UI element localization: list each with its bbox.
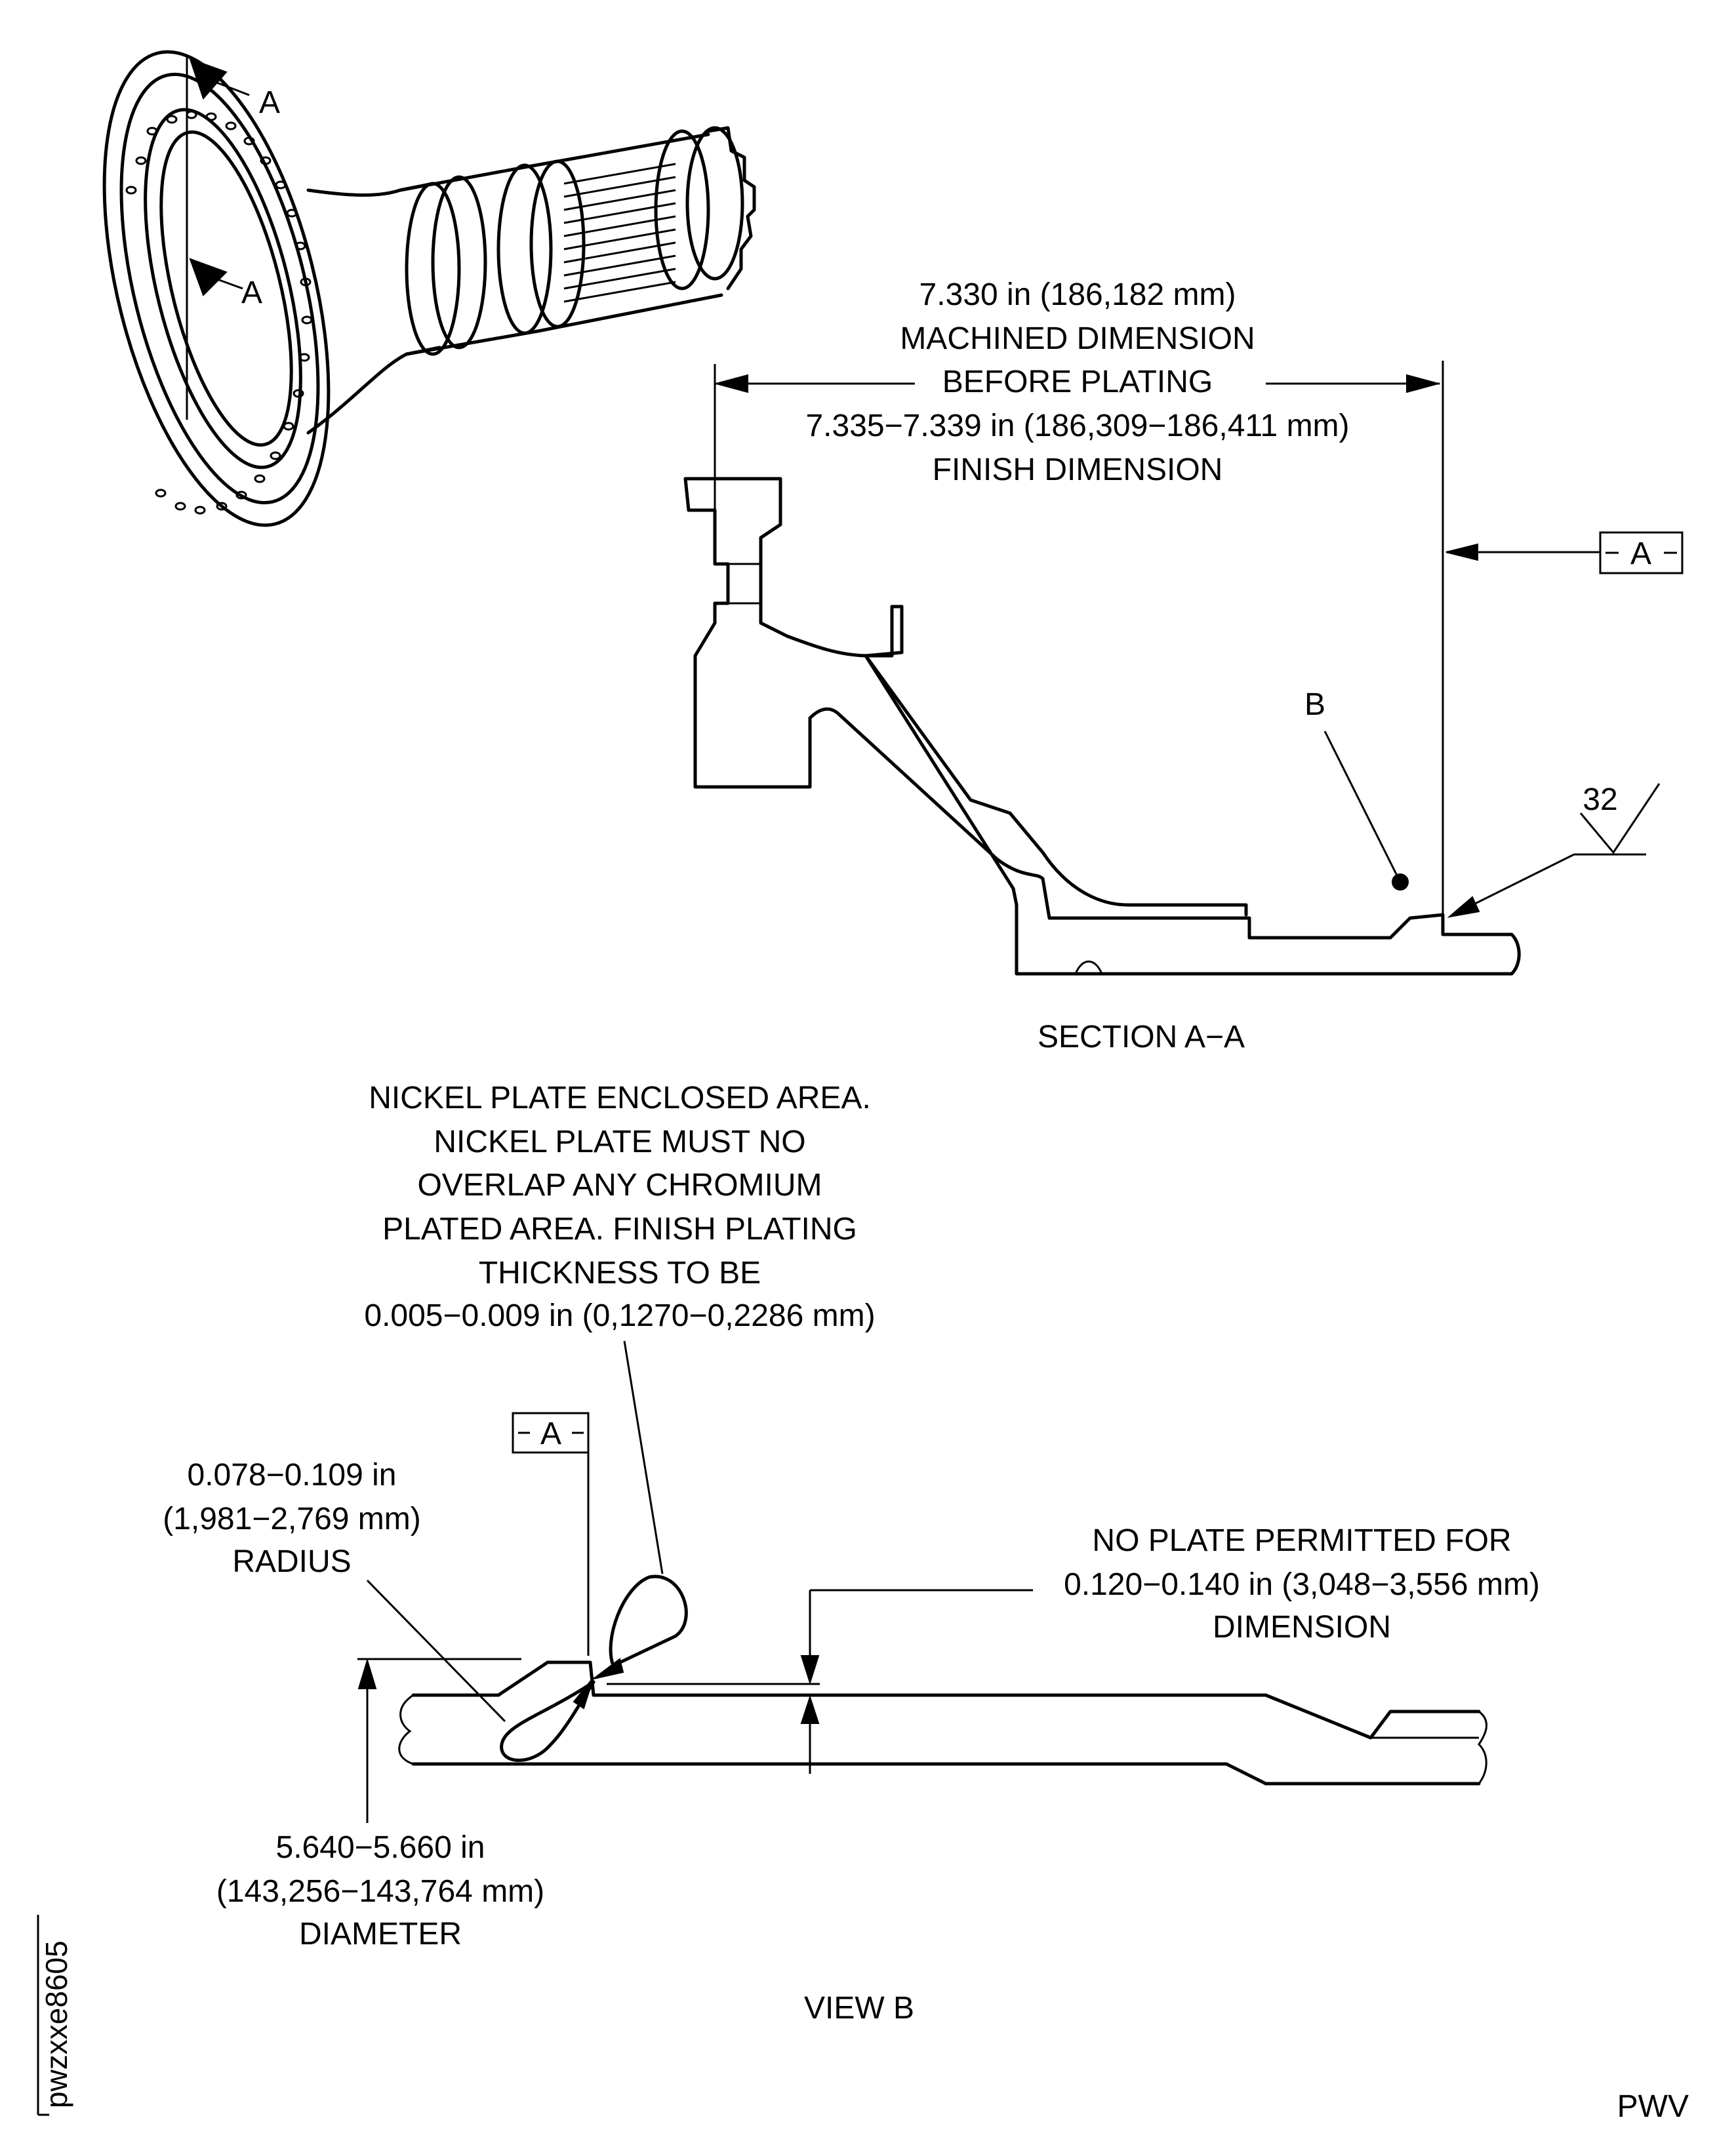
- diameter-note-line-2: (143,256−143,764 mm): [216, 1874, 544, 1909]
- isometric-part-view: A A: [102, 50, 756, 527]
- datum-a-label-upper: A: [1630, 536, 1651, 571]
- nickel-plate-balloon: [593, 1340, 688, 1679]
- corner-tag: PWV: [1617, 2089, 1689, 2124]
- radius-note-line-2: (1,981−2,769 mm): [163, 1502, 421, 1536]
- datum-a-label-lower: A: [540, 1416, 561, 1451]
- diameter-note-line-1: 5.640−5.660 in: [276, 1830, 485, 1865]
- section-a-a-profile: [683, 477, 1521, 976]
- dim-line-2: MACHINED DIMENSION: [900, 321, 1255, 356]
- dim-line-4: 7.335−7.339 in (186,309−186,411 mm): [805, 409, 1349, 443]
- radius-note: 0.078−0.109 in (1,981−2,769 mm) RADIUS: [163, 1458, 421, 1579]
- nickel-note-line-3: OVERLAP ANY CHROMIUM: [417, 1168, 822, 1203]
- section-title: SECTION A−A: [1038, 1020, 1245, 1054]
- nickel-note-line-4: PLATED AREA. FINISH PLATING: [382, 1212, 857, 1247]
- no-plate-note: NO PLATE PERMITTED FOR 0.120−0.140 in (3…: [1064, 1523, 1540, 1645]
- dim-line-3: BEFORE PLATING: [942, 365, 1213, 399]
- figure-id: pwzxxe8605: [37, 1915, 73, 2116]
- surface-finish-symbol: 32: [1447, 782, 1661, 918]
- no-plate-line-2: 0.120−0.140 in (3,048−3,556 mm): [1064, 1567, 1540, 1602]
- section-mark-upper: A: [259, 85, 280, 120]
- datum-a-box-upper: A: [1445, 531, 1684, 574]
- surface-finish-value: 32: [1583, 782, 1617, 817]
- section-mark-lower: A: [241, 275, 262, 310]
- radius-note-line-3: RADIUS: [232, 1544, 351, 1579]
- dim-line-1: 7.330 in (186,182 mm): [919, 277, 1236, 312]
- view-b-profile: [357, 1658, 1488, 1786]
- nickel-note-line-5: THICKNESS TO BE: [479, 1256, 761, 1291]
- diameter-dimension: [357, 1658, 377, 1823]
- nickel-note-line-1: NICKEL PLATE ENCLOSED AREA.: [369, 1081, 871, 1115]
- view-title: VIEW B: [804, 1991, 914, 2026]
- no-plate-line-3: DIMENSION: [1213, 1610, 1391, 1645]
- radius-note-line-1: 0.078−0.109 in: [188, 1458, 397, 1492]
- no-plate-line-1: NO PLATE PERMITTED FOR: [1092, 1523, 1511, 1558]
- callout-b-label: B: [1304, 687, 1325, 722]
- dim-line-5: FINISH DIMENSION: [933, 452, 1223, 487]
- top-dimension-line: [714, 361, 1444, 918]
- figure-id-text: pwzxxe8605: [39, 1940, 73, 2108]
- datum-a-box-lower: A: [512, 1412, 590, 1656]
- top-dimension-note: 7.330 in (186,182 mm) MACHINED DIMENSION…: [805, 277, 1349, 487]
- no-plate-dimension: [800, 1589, 1033, 1774]
- radius-balloon: [366, 1579, 595, 1762]
- diameter-note-line-3: DIAMETER: [299, 1917, 462, 1952]
- nickel-note-line-2: NICKEL PLATE MUST NO: [434, 1125, 805, 1159]
- flange-bolt-holes: [125, 110, 313, 515]
- callout-b: B: [1304, 687, 1409, 891]
- nickel-note-line-6: 0.005−0.009 in (0,1270−0,2286 mm): [364, 1298, 875, 1333]
- nickel-plate-note: NICKEL PLATE ENCLOSED AREA. NICKEL PLATE…: [364, 1081, 875, 1333]
- diameter-note: 5.640−5.660 in (143,256−143,764 mm) DIAM…: [216, 1830, 544, 1952]
